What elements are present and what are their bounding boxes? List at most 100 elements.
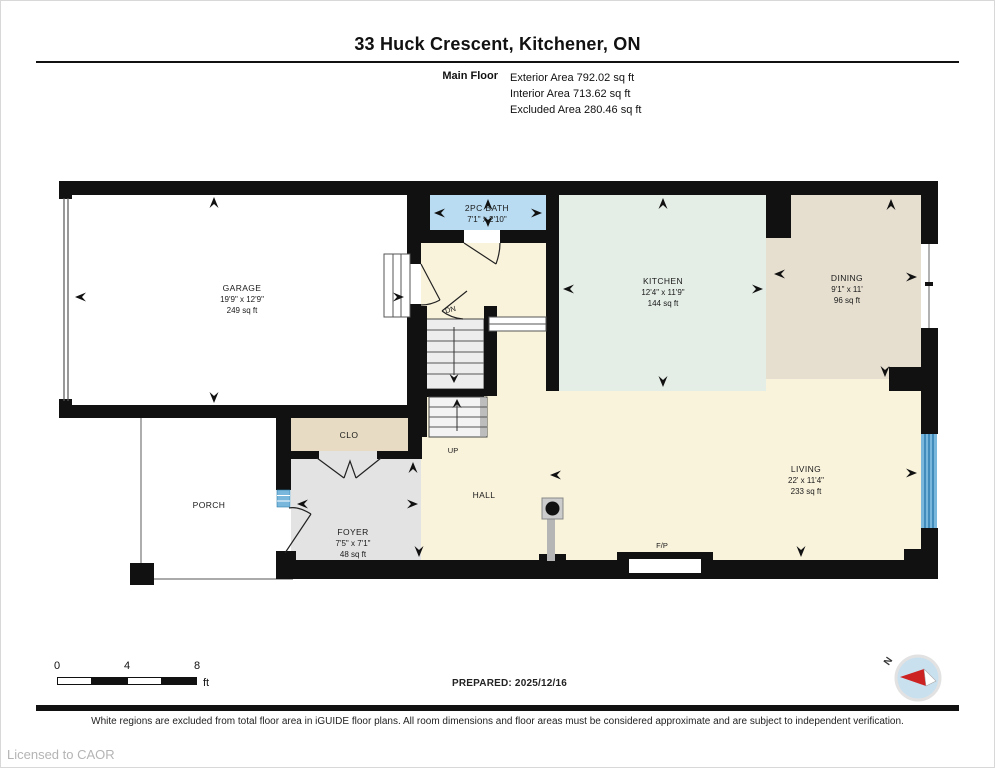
wall-closet-bottom-right: [377, 451, 409, 459]
compass-needle-north: [900, 669, 926, 686]
up-arrow-head: [452, 399, 462, 408]
dining-dims: 9'1" x 11': [831, 285, 863, 294]
arrow-dining-down: [880, 366, 890, 377]
arrow-dining-right: [906, 272, 917, 282]
room-closet: [291, 418, 408, 451]
column-strip: [547, 519, 555, 561]
porch-post: [130, 563, 154, 585]
down-arrow-head: [449, 374, 459, 383]
stair-treads-2: [429, 406, 487, 428]
basement-door: [441, 290, 468, 320]
scale-bar: [57, 677, 197, 685]
front-door: [284, 507, 312, 554]
exterior-area: Exterior Area 792.02 sq ft: [510, 72, 635, 84]
wall-bath-bottom-right: [500, 230, 546, 243]
arrow-foyer-down: [414, 546, 424, 557]
fireplace-inner: [629, 559, 701, 573]
room-foyer: [291, 451, 421, 561]
bath-door: [463, 242, 501, 265]
room-kitchen: [559, 195, 766, 391]
wall-closet-bottom-left: [288, 451, 319, 459]
wall-right-mid: [921, 328, 938, 434]
arrow-bath-down: [483, 216, 493, 227]
column-post: [545, 501, 560, 516]
kitchen-area: 144 sq ft: [648, 299, 679, 308]
foyer-area: 48 sq ft: [340, 550, 367, 559]
arrow-living-down: [796, 546, 806, 557]
wall-foyer-corner: [276, 551, 296, 579]
arrow-garage-left: [75, 292, 86, 302]
scale-unit: ft: [203, 677, 210, 689]
scale-tick-0: 0: [53, 660, 61, 672]
living-label: LIVING: [791, 464, 821, 474]
wall-bottom: [276, 560, 938, 579]
stair-divider: [412, 389, 484, 397]
garage-area: 249 sq ft: [227, 306, 258, 315]
kitchen-dims: 12'4" x 11'9": [641, 288, 684, 297]
living-area: 233 sq ft: [791, 487, 822, 496]
wall-kitchen-left: [546, 195, 559, 391]
area-stats: Exterior Area 792.02 sq ft Interior Area…: [510, 70, 641, 118]
page-title: 33 Huck Crescent, Kitchener, ON: [354, 34, 641, 54]
sidelight-panes: [277, 495, 290, 502]
arrow-kitchen-down: [658, 376, 668, 387]
stairs-up-label: UP: [448, 446, 458, 455]
garage-entry-door: [420, 263, 441, 306]
pantry-counter: [488, 316, 547, 332]
garage-landing: [383, 253, 411, 318]
wall-bath-bottom-left: [430, 230, 464, 243]
windows: [276, 244, 937, 528]
arrow-garage-right: [393, 292, 404, 302]
footer-divider: [36, 705, 959, 711]
floor-label: Main Floor: [442, 70, 498, 82]
bath-label: 2PC BATH: [465, 203, 509, 213]
scale-seg: [162, 677, 197, 685]
wall-dining-living-stub: [889, 367, 921, 391]
garage-door: [63, 198, 69, 401]
wall-kitchen-dining-stub: [766, 181, 791, 238]
scale-seg: [127, 677, 162, 685]
license-text: Licensed to CAOR: [7, 747, 115, 762]
walls: [59, 181, 938, 579]
closet-bifold-door: [316, 457, 382, 479]
porch-edge: [140, 418, 293, 580]
stair-treads: [426, 329, 484, 375]
living-window-panes: [924, 434, 934, 528]
arrow-dining-up: [886, 199, 896, 210]
arrow-living-right: [906, 468, 917, 478]
living-dims: 22' x 11'4": [788, 476, 824, 485]
foyer-label: FOYER: [337, 527, 368, 537]
arrow-foyer-up: [408, 462, 418, 473]
support-column: [541, 497, 564, 561]
porch-label: PORCH: [193, 500, 226, 510]
arrow-dining-left: [774, 269, 785, 279]
arrow-bath-right: [531, 208, 542, 218]
arrow-kitchen-up: [658, 198, 668, 209]
arrow-foyer-left: [297, 499, 308, 509]
porch-outline: [130, 418, 293, 585]
disclaimer-text: White regions are excluded from total fl…: [91, 716, 904, 727]
garage-dims: 19'9" x 12'9": [220, 295, 264, 304]
dining-area: 96 sq ft: [834, 296, 861, 305]
interior-area: Interior Area 713.62 sq ft: [510, 88, 631, 100]
scale-seg: [57, 677, 92, 685]
arrow-foyer-right: [407, 499, 418, 509]
excluded-area: Excluded Area 280.46 sq ft: [510, 104, 642, 116]
scale-seg: [92, 677, 127, 685]
compass-icon: [894, 654, 942, 702]
scale-tick-8: 8: [193, 660, 201, 672]
header-divider: [36, 61, 959, 63]
wall-top: [59, 181, 938, 195]
wall-bath-left: [421, 195, 430, 243]
bath-dims: 7'1" x 2'10": [467, 215, 507, 224]
room-dining: [766, 195, 921, 379]
stairs-down-label: DN: [444, 304, 457, 315]
dining-window-latch: [925, 282, 933, 286]
landing-lines: [392, 254, 402, 317]
compass-needle-south: [923, 668, 937, 687]
garage-label: GARAGE: [223, 283, 262, 293]
arrow-kitchen-left: [563, 284, 574, 294]
wall-garage-cap-top: [59, 181, 72, 199]
